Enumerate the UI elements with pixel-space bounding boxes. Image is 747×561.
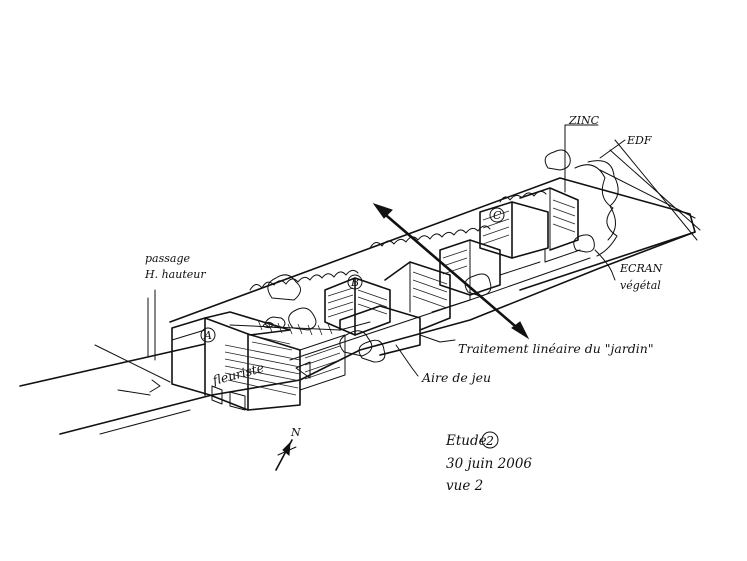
- car: [264, 316, 286, 329]
- title-view: vue 2: [446, 478, 483, 494]
- ecran-label: ECRAN: [619, 262, 663, 275]
- hedge-vegetation: [249, 149, 619, 363]
- zinc-label: ZINC: [568, 114, 600, 127]
- passage-label: passage: [145, 252, 190, 265]
- leader-lines: [147, 124, 626, 377]
- north-arrow: N: [275, 426, 301, 471]
- building-tags: A B C: [200, 207, 505, 343]
- vegetal-label: végétal: [620, 279, 661, 292]
- traitement-label: Traitement linéaire du "jardin": [458, 341, 654, 356]
- title-block: Etude 2 30 juin 2006 vue 2: [445, 431, 532, 494]
- aire-de-jeu-label: Aire de jeu: [421, 370, 491, 385]
- view-axis-arrow: [372, 203, 530, 340]
- edf-label: EDF: [626, 134, 652, 147]
- building-tag-a: A: [203, 329, 212, 342]
- north-label: N: [290, 426, 301, 439]
- building-b: [324, 239, 501, 356]
- fleuriste-label: fleuriste: [210, 360, 266, 388]
- site-outline: [169, 139, 701, 396]
- title-study-number: 2: [485, 433, 494, 448]
- annotation-labels: ZINC EDF ECRAN végétal passage H. hauteu…: [144, 114, 663, 388]
- building-a: [171, 311, 346, 411]
- building-c: [479, 187, 581, 276]
- street-lines: [19, 343, 213, 435]
- title-etude: Etude: [445, 433, 487, 449]
- building-tag-b: B: [350, 276, 359, 289]
- hauteur-label: H. hauteur: [144, 268, 206, 281]
- title-date: 30 juin 2006: [446, 456, 532, 472]
- building-tag-c: C: [493, 209, 502, 222]
